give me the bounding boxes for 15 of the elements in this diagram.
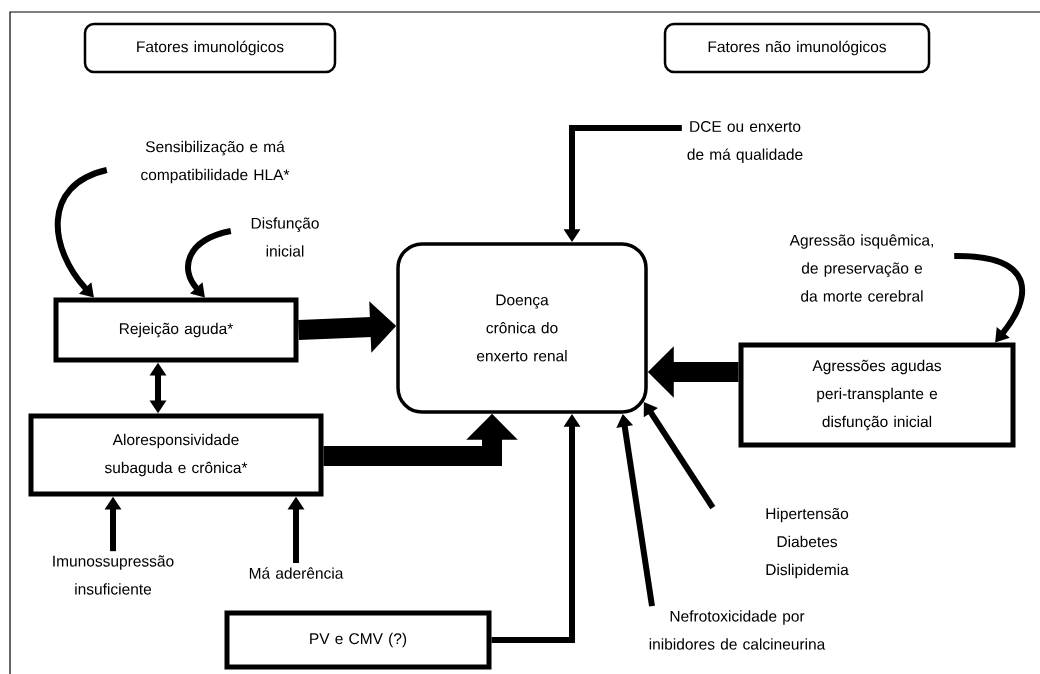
heading-box: Fatores imunológicos bbox=[83, 22, 337, 74]
factor-box: Rejeição aguda* bbox=[53, 297, 299, 363]
central-box: Doença crônica do enxerto renal bbox=[396, 242, 648, 414]
factor-text: Sensibilização e má compatibilidade HLA* bbox=[141, 140, 290, 184]
factor-text: Má aderência bbox=[249, 567, 344, 579]
factor-box: PV e CMV (?) bbox=[224, 610, 492, 670]
factor-text: DCE ou enxerto de má qualidade bbox=[687, 121, 803, 163]
factor-box: Aloresponsividade subaguda e crônica* bbox=[28, 413, 324, 497]
factor-text: Disfunção inicial bbox=[251, 217, 319, 257]
factor-text: Agressão isquêmica, de preservação e da morte cerebral bbox=[789, 234, 933, 302]
factor-text: Hipertensão Diabetes Dislipidemia bbox=[766, 507, 849, 579]
heading-box: Fatores não imunológicos bbox=[663, 22, 931, 74]
factor-box: Agressões agudas peri-transplante e disfunção inicial bbox=[738, 342, 1016, 448]
factor-text: Nefrotoxicidade por inibidores de calcineurina bbox=[649, 610, 826, 650]
factor-text: Imunossupressão insuficiente bbox=[53, 555, 174, 595]
